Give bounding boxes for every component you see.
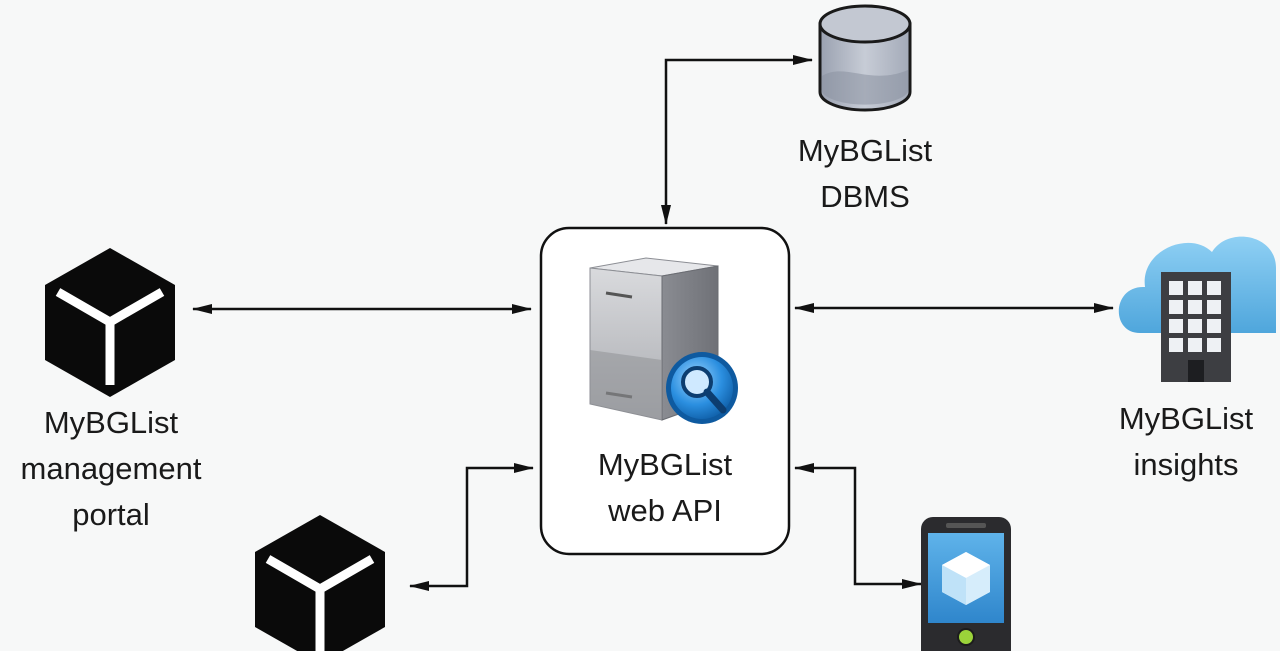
- insights-label-line-2: insights: [1133, 447, 1239, 482]
- management-portal-label-line-2: management: [20, 451, 202, 486]
- server-search-icon: [589, 257, 738, 424]
- cloud-building-icon: [1118, 236, 1276, 382]
- web-api-label-line-1: MyBGList: [597, 447, 733, 482]
- insights-label: MyBGList insights: [1092, 396, 1280, 488]
- management-portal-label: MyBGList management portal: [0, 400, 222, 538]
- connector-api-mobile-app: [794, 463, 922, 589]
- cube-icon: [45, 248, 175, 397]
- database-icon: [818, 4, 912, 112]
- web-api-label-line-2: web API: [608, 493, 722, 528]
- cube-icon: [255, 515, 385, 651]
- management-portal-label-line-3: portal: [72, 497, 150, 532]
- web-api-label: MyBGList web API: [545, 442, 785, 534]
- dbms-label: MyBGList DBMS: [750, 128, 980, 220]
- insights-label-line-1: MyBGList: [1118, 401, 1254, 436]
- dbms-label-line-2: DBMS: [820, 179, 910, 214]
- management-portal-label-line-1: MyBGList: [43, 405, 179, 440]
- connector-api-dbms: [661, 55, 813, 225]
- connector-api-client-app: [409, 463, 534, 591]
- dbms-label-line-1: MyBGList: [797, 133, 933, 168]
- mobile-phone-icon: [921, 517, 1011, 651]
